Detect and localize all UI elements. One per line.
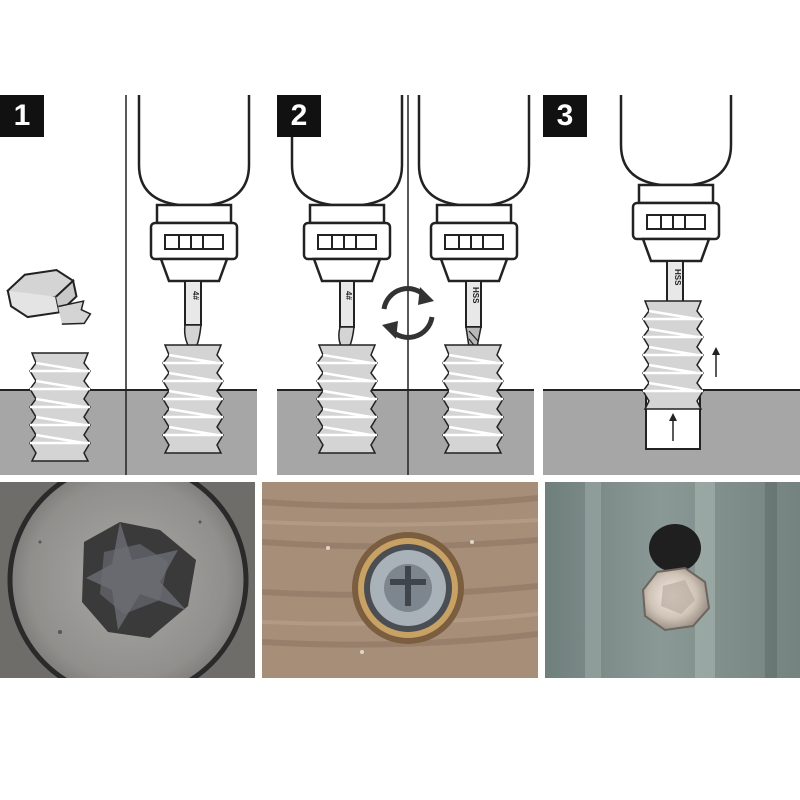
up-arrow-icon: [669, 413, 677, 441]
drill-icon: HSS: [417, 95, 531, 360]
photo-screw-in-wood: [262, 482, 538, 678]
bit-label: 4#: [191, 291, 200, 300]
bit-label: 4#: [344, 291, 353, 300]
bit-label: HSS: [471, 287, 480, 304]
step-2-diagram: 4# HSS: [277, 95, 534, 475]
bit-label: HSS: [673, 269, 682, 286]
up-arrow-icon: [712, 347, 720, 377]
screw-shank: [161, 343, 225, 455]
photo-stripped-screw: [0, 482, 255, 678]
drill-icon: 4#: [290, 95, 404, 355]
step-3-diagram: HSS: [543, 95, 800, 475]
step-1-diagram: 4#: [0, 95, 257, 475]
step-1-panel: 4# 1: [0, 95, 257, 475]
screw-shank: [441, 343, 505, 455]
screw-shank: [315, 343, 379, 455]
drill-icon: 4#: [137, 95, 251, 355]
step-3-panel: HSS 3: [543, 95, 800, 475]
photo-extracted-screw: [545, 482, 800, 678]
screw-head-icon: [6, 268, 92, 325]
rotation-arrows-icon: [381, 286, 435, 340]
step-2-panel: 4# HSS 2: [277, 95, 534, 475]
step-number: 1: [0, 95, 44, 137]
broken-screw-shank: [28, 351, 92, 463]
step-number: 3: [543, 95, 587, 137]
screw-shank: [641, 299, 705, 411]
step-number: 2: [277, 95, 321, 137]
